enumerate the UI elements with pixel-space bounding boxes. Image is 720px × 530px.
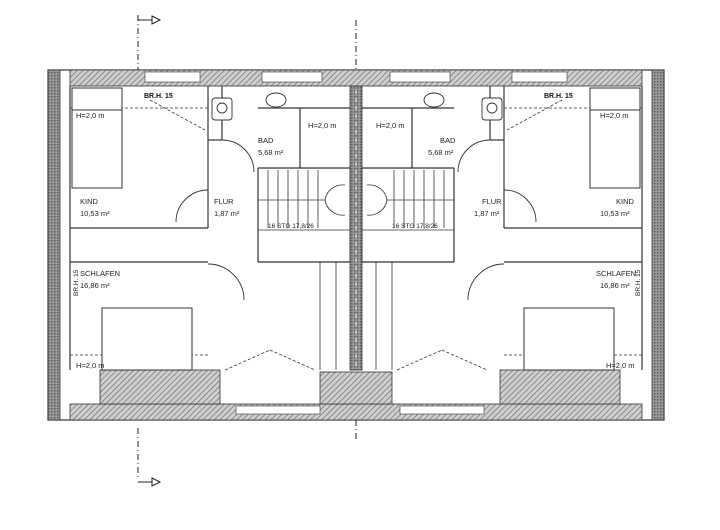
section-markers [137, 15, 357, 487]
bad-height-left: H=2,0 m [308, 121, 337, 130]
kind-area-right: 10,53 m² [600, 209, 630, 218]
stairs-left [257, 167, 351, 263]
schlafen-area-left: 16,86 m² [80, 281, 110, 290]
schlafen-name-right: SCHLAFEN [596, 269, 636, 278]
bad-area-left: 5,68 m² [258, 148, 284, 157]
schlafen-height-right: H=2,0 m [606, 361, 635, 370]
kind-name-right: KIND [616, 197, 635, 206]
flur-area-left: 1,87 m² [214, 209, 240, 218]
flur-area-right: 1,87 m² [474, 209, 500, 218]
kind-name-left: KIND [80, 197, 99, 206]
doors [175, 139, 537, 301]
stairs-label-left: 16 STG 17,8/26 [268, 223, 314, 230]
outer-walls [47, 69, 665, 421]
kind-area-left: 10,53 m² [80, 209, 110, 218]
side-marker-right: BR.H. 15 [635, 269, 642, 296]
schlafen-name-left: SCHLAFEN [80, 269, 120, 278]
stairwell-void [319, 262, 393, 370]
bad-height-right: H=2,0 m [376, 121, 405, 130]
flur-name-right: FLUR [482, 197, 502, 206]
brh-label-right: BR.H. 15 [544, 93, 573, 100]
stairs-label-right: 16 STG 17,8/26 [392, 223, 438, 230]
kind-height-right: H=2,0 m [600, 111, 629, 120]
party-wall [349, 85, 363, 371]
brh-label-left: BR.H. 15 [144, 93, 173, 100]
bad-area-right: 5,68 m² [428, 148, 454, 157]
kind-height-left: H=2,0 m [76, 111, 105, 120]
stairs-right [361, 167, 455, 263]
bad-name-right: BAD [440, 136, 456, 145]
schlafen-height-left: H=2,0 m [76, 361, 105, 370]
bad-name-left: BAD [258, 136, 274, 145]
flur-name-left: FLUR [214, 197, 234, 206]
side-marker-left: BR.H. 15 [73, 269, 80, 296]
bath-fixtures [211, 92, 503, 121]
schlafen-area-right: 16,86 m² [600, 281, 630, 290]
beds [71, 87, 641, 371]
